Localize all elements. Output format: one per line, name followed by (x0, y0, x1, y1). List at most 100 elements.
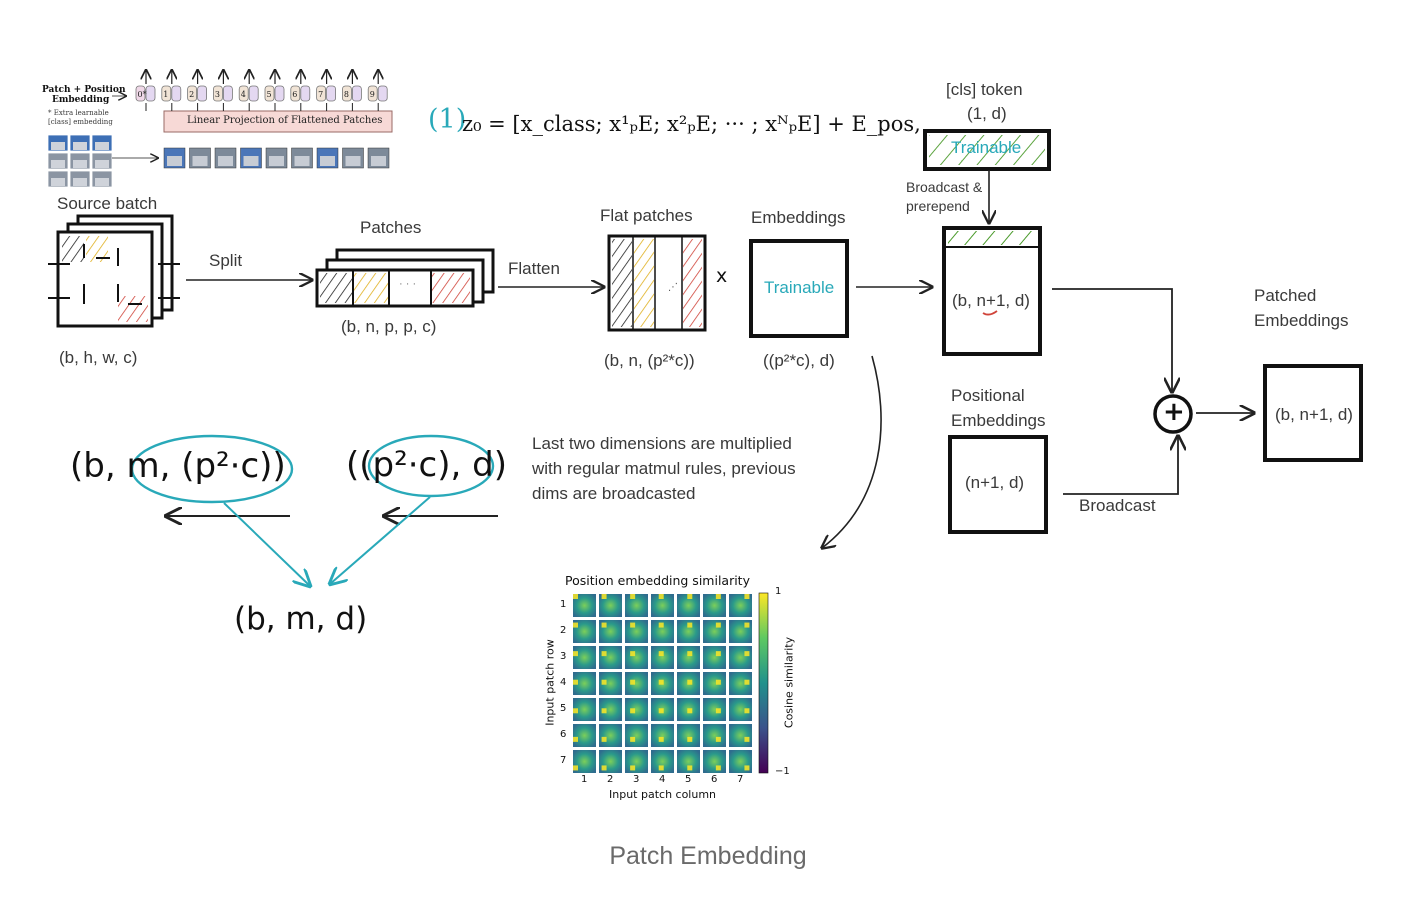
flat-patches-box: ⋰ (607, 234, 707, 332)
heatmap-row-tick: 4 (560, 677, 567, 688)
equation-text: z₀ = [x_class; x¹ₚE; x²ₚE; ··· ; xᴺₚE] +… (462, 112, 921, 136)
svg-text:6: 6 (292, 90, 297, 99)
projection-label: Linear Projection of Flattened Patches (187, 115, 383, 126)
figure-caption: Patch Embedding (609, 842, 807, 870)
equation-step: (1) (428, 104, 467, 135)
heatmap-tile (729, 594, 752, 617)
heatmap-col-tick: 7 (737, 774, 744, 785)
token-3: 3 (212, 85, 233, 102)
heatmap-tile (573, 620, 596, 643)
broadcast-prepend-1: Broadcast & (906, 179, 983, 195)
plus-symbol: + (1163, 397, 1185, 427)
heatmap-col-tick: 3 (633, 774, 640, 785)
colorbar (758, 592, 769, 774)
heatmap-row-tick: 3 (560, 651, 567, 662)
heatmap-col-tick: 1 (581, 774, 588, 785)
svg-text:3: 3 (215, 90, 220, 99)
source-image-grid (47, 134, 113, 188)
source-batch-stack (48, 214, 180, 328)
heatmap-tile (625, 620, 648, 643)
heatmap-col-tick: 5 (685, 774, 692, 785)
patch-thumb (367, 147, 390, 169)
concat-box (942, 226, 1042, 356)
heatmap-tile (677, 672, 700, 695)
token-4: 4 (238, 85, 259, 102)
heatmap-tile (573, 724, 596, 747)
heatmap-tile (599, 750, 622, 773)
token-1: 1 (161, 85, 182, 102)
matmul-note-2: with regular matmul rules, previous (532, 459, 796, 478)
svg-text:⋰: ⋰ (668, 282, 678, 293)
patches-shape: (b, n, p, p, c) (341, 317, 437, 336)
matmul-note-1: Last two dimensions are multiplied (532, 434, 792, 453)
token-6: 6 (290, 85, 311, 102)
heatmap-ylabel: Input patch row (543, 639, 557, 726)
patch-thumb (316, 147, 339, 169)
patches-title: Patches (360, 218, 422, 237)
pos-to-plus (1063, 436, 1178, 495)
heatmap-tile (703, 750, 726, 773)
colorbar-label: Cosine similarity (782, 636, 796, 729)
patch-image-row (163, 147, 390, 169)
heatmap-tile (677, 620, 700, 643)
split-label: Split (209, 251, 243, 270)
embeddings-inner: Trainable (764, 278, 835, 297)
heatmap-row-tick: 2 (560, 625, 567, 636)
patch-thumb (291, 147, 313, 169)
svg-text:5: 5 (267, 90, 272, 99)
plus-circle (1153, 394, 1193, 434)
heatmap-tile (599, 620, 622, 643)
heatmap-tile (677, 750, 700, 773)
hand-result: (b, m, d) (234, 601, 368, 637)
colorbar-min: −1 (775, 766, 790, 777)
heatmap-col-tick: 4 (659, 774, 666, 785)
heatmap-tile (651, 750, 674, 773)
flat-patches-shape: (b, n, (p²*c)) (604, 351, 695, 370)
heatmap-tile (651, 594, 674, 617)
heatmap-tile (625, 646, 648, 669)
heatmap-tile (703, 620, 726, 643)
heatmap-tile (573, 698, 596, 721)
heatmap-tile (677, 724, 700, 747)
heatmap-tile (651, 646, 674, 669)
heatmap-row-tick: 7 (560, 755, 567, 766)
broadcast-prepend-2: prerepend (906, 198, 970, 214)
heatmap-tile (599, 698, 622, 721)
svg-text:1: 1 (163, 90, 168, 99)
patch-thumb (240, 147, 262, 169)
heatmap-tile (703, 594, 726, 617)
patch-thumb (342, 147, 364, 169)
patched-title-2: Embeddings (1254, 311, 1349, 330)
patches-stack (315, 248, 495, 308)
patch-thumb (189, 147, 211, 169)
vit-side-note-1: * Extra learnable (48, 109, 109, 117)
heatmap-tile (625, 594, 648, 617)
heatmap-tile (729, 620, 752, 643)
handwritten-group (130, 434, 498, 586)
embeddings-title: Embeddings (751, 208, 846, 227)
patch-thumb (163, 147, 186, 169)
token-2: 2 (187, 85, 208, 102)
patched-inner: (b, n+1, d) (1275, 405, 1353, 424)
source-batch-shape: (b, h, w, c) (59, 348, 138, 367)
positional-inner: (n+1, d) (965, 473, 1025, 492)
heatmap-row-tick: 5 (560, 703, 567, 714)
svg-text:4: 4 (241, 90, 246, 99)
embeddings-box (749, 239, 849, 338)
vit-side-label-1: Patch + Position (42, 85, 126, 95)
times-symbol: x (716, 265, 728, 287)
vit-side-label-2: Embedding (52, 95, 110, 105)
heatmap-tile (625, 750, 648, 773)
similarity-heatmap (573, 592, 769, 774)
svg-text:0*: 0* (138, 90, 147, 99)
heatmap-tile (599, 672, 622, 695)
heatmap-tile (599, 594, 622, 617)
svg-text:7: 7 (318, 90, 323, 99)
source-batch-title: Source batch (57, 194, 158, 213)
heatmap-xlabel: Input patch column (609, 788, 717, 801)
concat-inner: (b, n+1, d) (952, 291, 1030, 310)
token-0: 0* (135, 85, 156, 102)
heatmap-tile (677, 646, 700, 669)
projection-box (163, 110, 393, 133)
